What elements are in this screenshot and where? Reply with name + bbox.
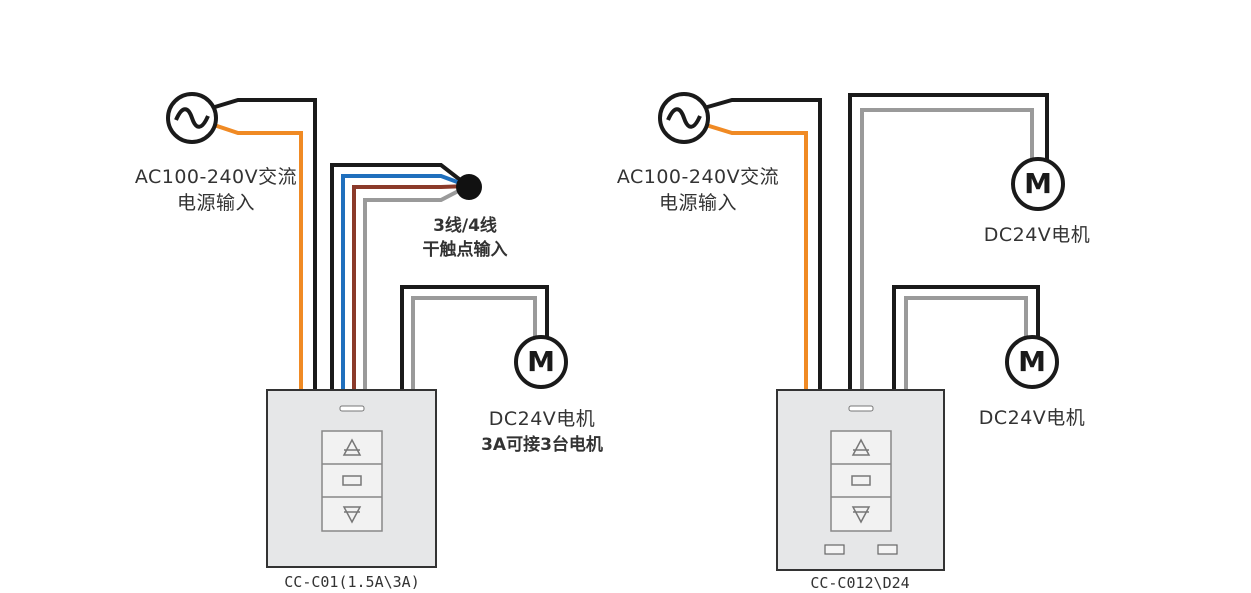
- right-bottom-black-wire: [892, 285, 1040, 390]
- right-up-button[interactable]: [832, 432, 890, 463]
- right-top-motor-wires: [848, 93, 1049, 390]
- right-controller-panel: [776, 389, 945, 571]
- dry-contact-junction-dot: [456, 174, 482, 200]
- right-stop-button[interactable]: [832, 465, 890, 496]
- left-dry-contact-wires: [330, 163, 470, 390]
- right-ac-label-line2: 电源输入: [658, 192, 737, 214]
- left-ac-source-icon: [166, 92, 218, 144]
- left-motor-black-wire: [400, 285, 549, 390]
- right-ac-orange-wire: [705, 123, 808, 390]
- right-model-label: CC-C012\D24: [810, 574, 910, 592]
- left-dry-gray-wire: [363, 184, 469, 390]
- left-dry-black-wire: [330, 163, 470, 390]
- dry-contact-label-line1: 3线/4线: [433, 216, 497, 236]
- down-arrow-icon: [851, 506, 871, 524]
- left-indicator-led: [339, 405, 365, 412]
- left-dry-blue-wire: [341, 174, 469, 390]
- left-motor-symbol: M: [527, 345, 555, 378]
- left-stop-button[interactable]: [323, 465, 381, 496]
- left-motor-gray-wire: [411, 296, 537, 390]
- up-arrow-icon: [342, 438, 362, 456]
- right-bottom-motor-icon: [1005, 335, 1059, 389]
- dry-contact-label-line2: 干触点输入: [422, 240, 508, 260]
- left-model-label: CC-C01(1.5A\3A): [284, 573, 420, 591]
- right-ac-wires: [696, 98, 822, 390]
- right-bottom-motor-label: DC24V电机: [978, 407, 1086, 429]
- right-top-motor-label: DC24V电机: [983, 224, 1091, 246]
- left-ac-label-line1: AC100-240V交流: [134, 166, 298, 188]
- right-top-gray-wire: [860, 108, 1034, 390]
- right-indicator-led: [848, 405, 874, 412]
- left-up-button[interactable]: [323, 432, 381, 463]
- right-down-button[interactable]: [832, 498, 890, 530]
- right-ac-source-icon: [658, 92, 710, 144]
- up-arrow-icon: [851, 438, 871, 456]
- left-ac-orange-wire: [213, 123, 303, 390]
- stop-icon: [342, 475, 362, 486]
- right-ac-label-line1: AC100-240V交流: [616, 166, 780, 188]
- left-motor-label-line1: DC24V电机: [488, 408, 596, 430]
- right-ac-black-wire: [696, 98, 822, 390]
- stop-icon: [851, 475, 871, 486]
- right-small-button-2[interactable]: [877, 544, 898, 555]
- right-top-black-wire: [848, 93, 1049, 390]
- right-top-motor-symbol: M: [1024, 167, 1052, 200]
- left-ac-label-line2: 电源输入: [176, 192, 255, 214]
- left-controller-panel: [266, 389, 437, 568]
- left-down-button[interactable]: [323, 498, 381, 530]
- left-ac-black-wire: [204, 98, 317, 390]
- right-bottom-motor-symbol: M: [1018, 345, 1046, 378]
- left-motor-icon: [514, 335, 568, 389]
- down-arrow-icon: [342, 506, 362, 524]
- right-small-button-1[interactable]: [824, 544, 845, 555]
- right-bottom-motor-wires: [892, 285, 1040, 390]
- right-bottom-gray-wire: [904, 296, 1028, 390]
- left-dry-brown-wire: [352, 184, 469, 390]
- left-motor-wires: [400, 285, 549, 390]
- right-top-motor-icon: [1011, 157, 1065, 211]
- left-motor-label-line2: 3A可接3台电机: [481, 435, 603, 455]
- left-ac-wires: [204, 98, 317, 390]
